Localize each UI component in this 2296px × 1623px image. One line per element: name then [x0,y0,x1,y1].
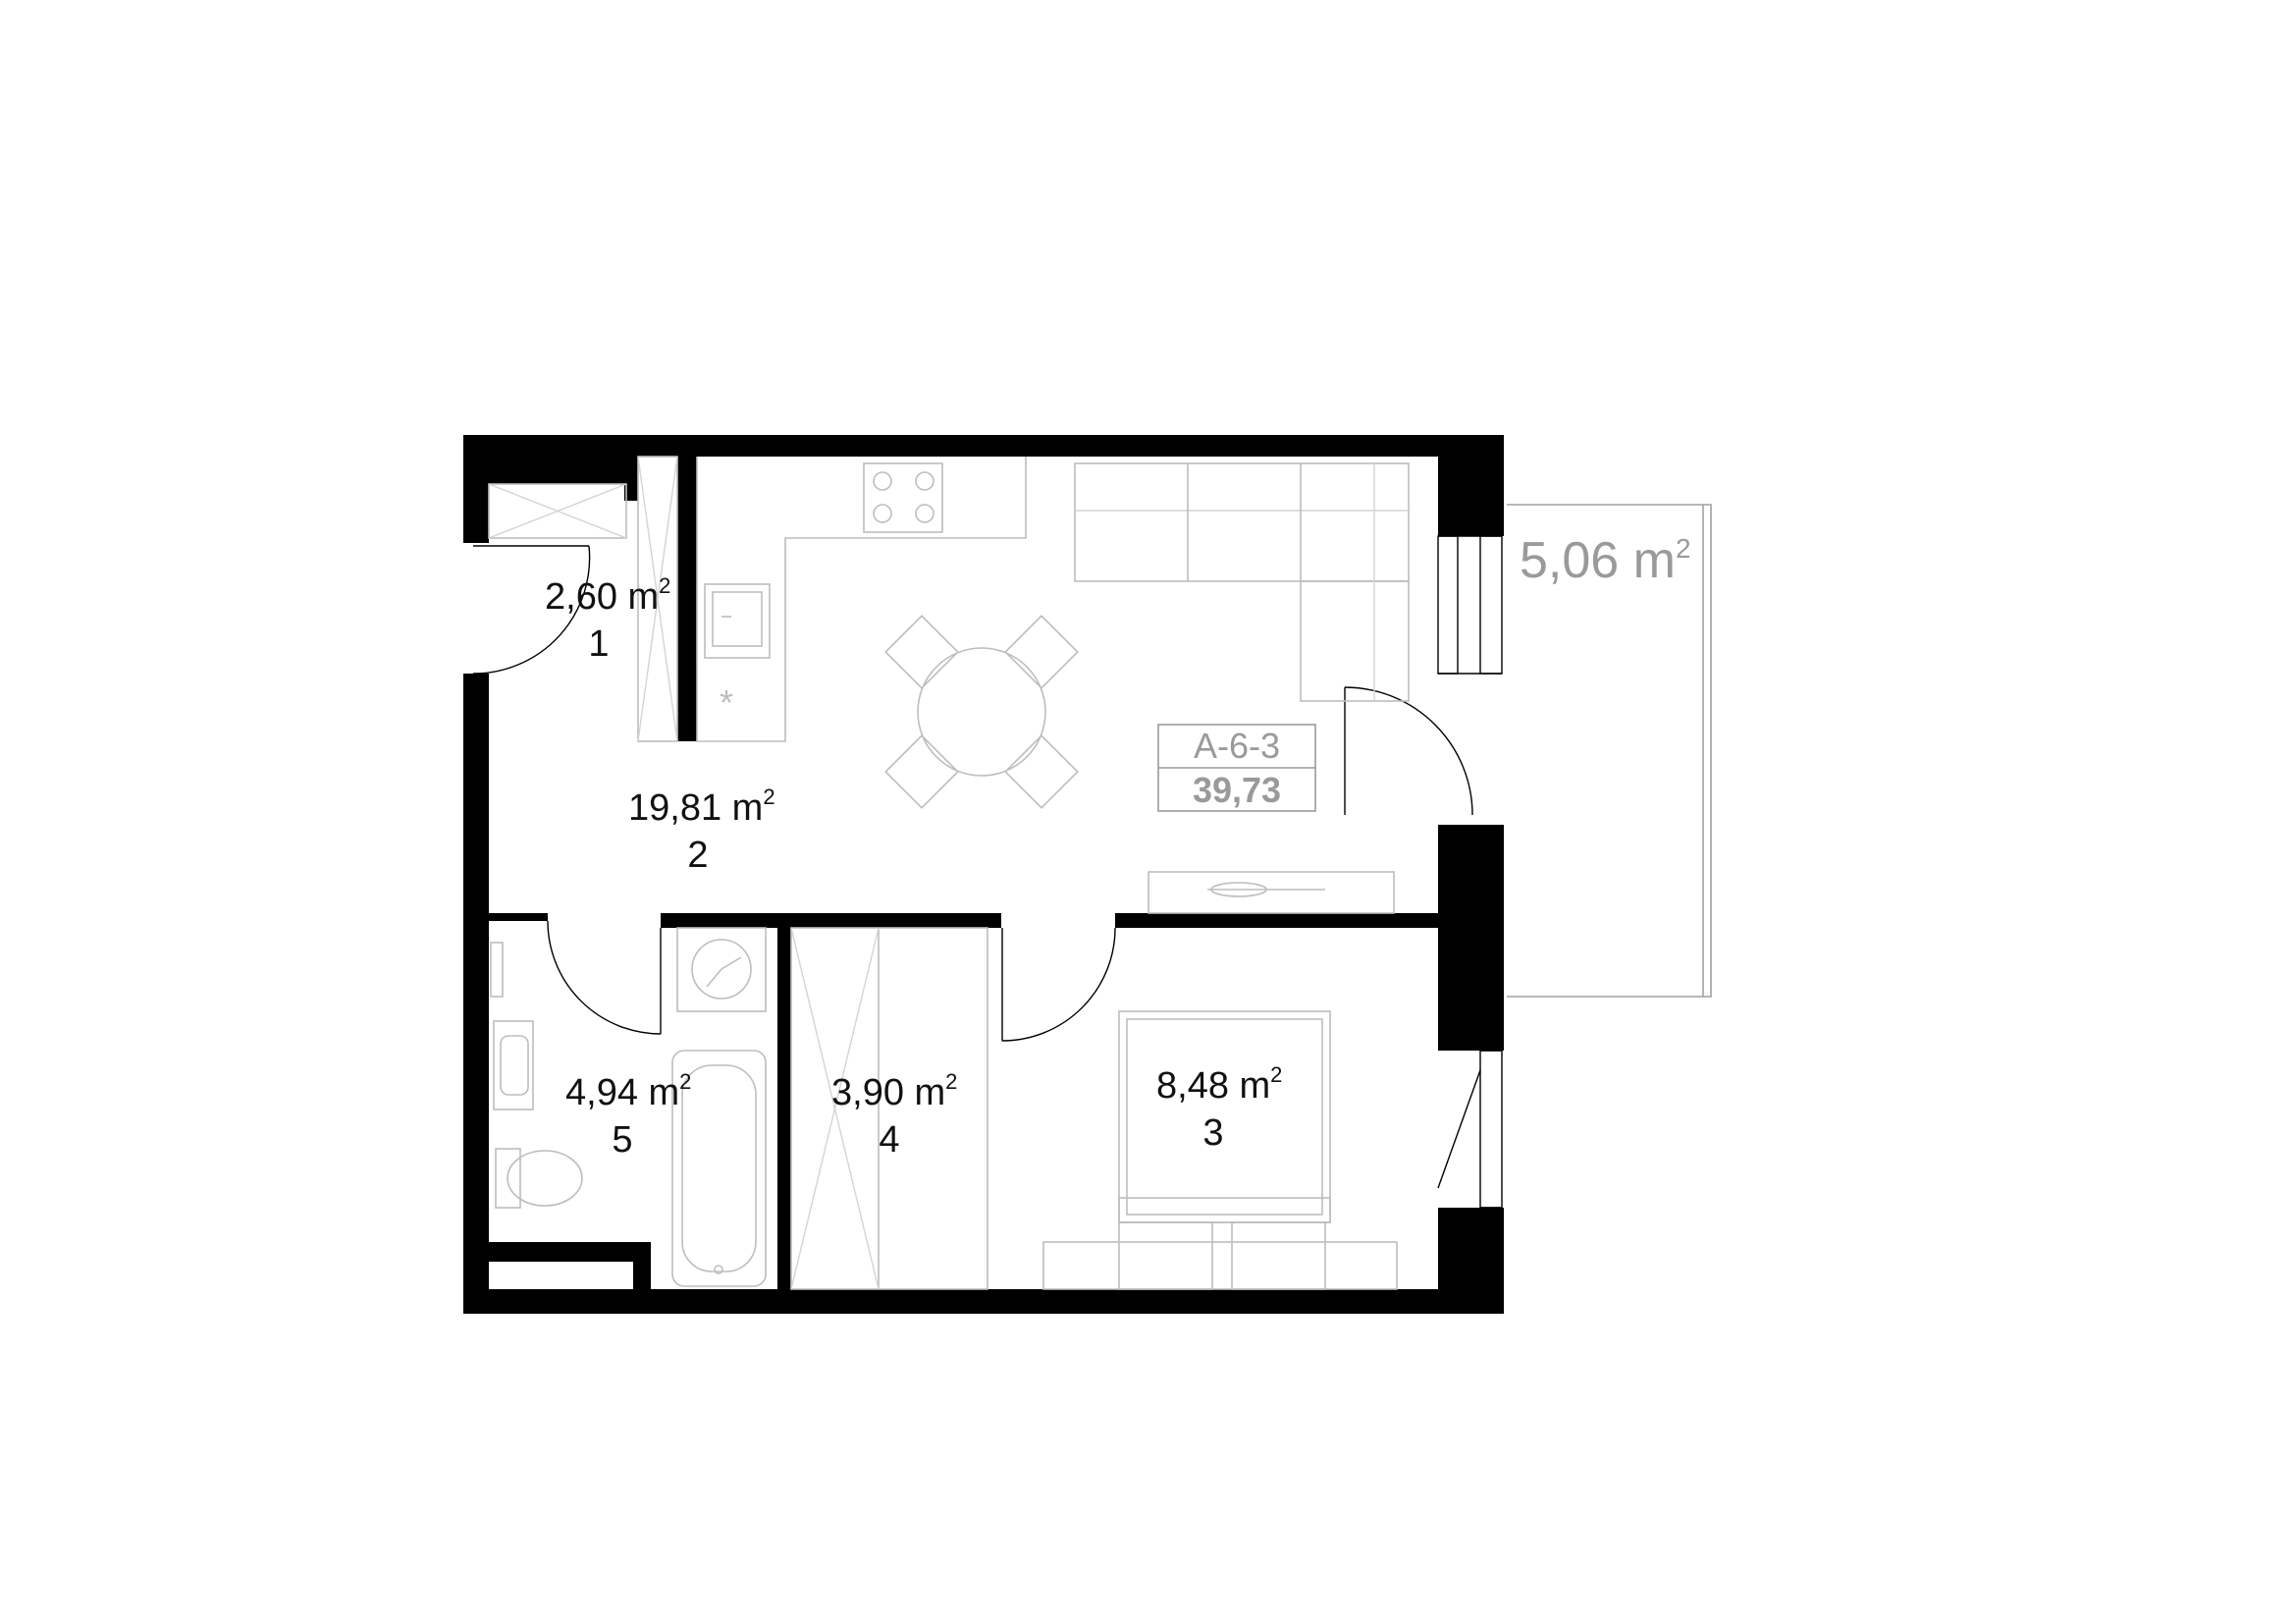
room-2-area: 19,81 m [628,787,763,829]
room-4-number: 4 [879,1119,899,1161]
balcony [1507,504,1712,998]
room-2-number: 2 [687,835,708,876]
svg-text:4,94 m2: 4,94 m2 [565,1069,691,1113]
room-3-area: 8,48 m [1156,1065,1270,1107]
room-4-area: 3,90 m [831,1072,945,1113]
room-5-label: 4,94 m2 5 [565,1069,691,1161]
balcony-area-sup: 2 [1676,533,1691,564]
room-1-area-sup: 2 [659,573,670,598]
furniture: * [488,456,1410,1290]
room-4-area-sup: 2 [945,1069,957,1094]
room-4-label: 3,90 m2 4 [831,1069,957,1161]
svg-text:3,90 m2: 3,90 m2 [831,1069,957,1113]
unit-info-box: A-6-3 39,73 [1157,724,1316,812]
windows [1437,535,1503,1209]
balcony-area: 5,06 m [1520,532,1676,589]
doors [472,545,1473,1042]
svg-text:2,60 m2: 2,60 m2 [545,573,670,618]
room-3-number: 3 [1202,1112,1223,1154]
svg-text:19,81 m2: 19,81 m2 [628,784,775,829]
unit-code: A-6-3 [1194,726,1280,766]
walls [463,435,1504,1314]
room-1-label: 2,60 m2 1 [545,573,670,665]
room-5-number: 5 [612,1119,632,1161]
room-labels: 2,60 m2 1 19,81 m2 2 8,48 m2 3 3,90 m2 4 [545,532,1691,1161]
room-1-number: 1 [588,623,609,665]
room-1-area: 2,60 m [545,576,659,618]
room-5-area: 4,94 m [565,1072,679,1113]
room-2-label: 19,81 m2 2 [628,784,775,876]
svg-text:*: * [720,682,733,723]
room-3-label: 8,48 m2 3 [1156,1062,1282,1154]
room-3-area-sup: 2 [1270,1062,1282,1087]
room-2-area-sup: 2 [763,784,774,809]
balcony-label: 5,06 m2 [1520,532,1691,589]
svg-text:8,48 m2: 8,48 m2 [1156,1062,1282,1107]
unit-total-area: 39,73 [1193,770,1281,810]
room-5-area-sup: 2 [679,1069,691,1094]
svg-text:5,06 m2: 5,06 m2 [1520,532,1691,589]
